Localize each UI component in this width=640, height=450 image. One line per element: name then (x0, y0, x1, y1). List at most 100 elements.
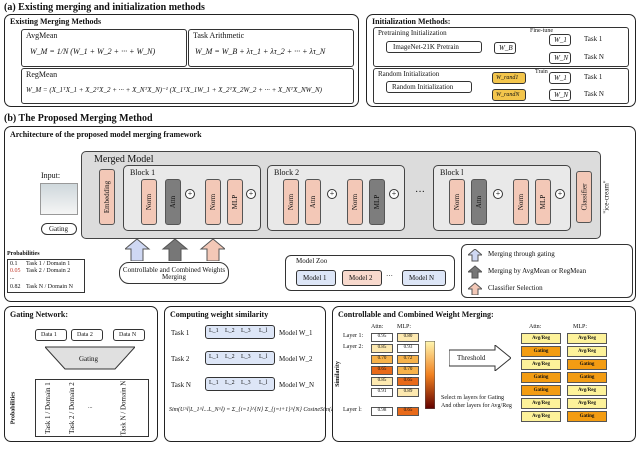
sim-row2-l2: L_2 (225, 354, 235, 360)
legend-avg-reg: Merging by AvgMean or RegMean (488, 267, 587, 275)
model-zoo-label: Model Zoo (296, 257, 328, 265)
block2-norm1: Norm (283, 179, 299, 225)
random-init-box: Random Initialization Random Initializat… (373, 68, 629, 104)
initialization-box: Initialization Methods: Pretraining Init… (366, 14, 636, 107)
sim-row2-l3: L_3 (241, 354, 251, 360)
threshold-arrow (449, 345, 511, 371)
w-n-label: W_N (554, 54, 568, 62)
prob-value-3: ... (10, 275, 15, 281)
wm-mlp-header: MLP: (397, 324, 412, 330)
mlp-sim-cell: 0.70 (397, 366, 419, 375)
blockl-norm2: Norm (513, 179, 529, 225)
architecture-box: Architecture of the proposed model mergi… (4, 126, 636, 302)
avgmean-label: AvgMean (26, 31, 58, 40)
w-rand1-box: W_rand1 (492, 72, 526, 84)
sim-task-2: Task 2 (171, 355, 190, 363)
legend-icons (468, 249, 482, 295)
gating-box: Gating (41, 223, 77, 235)
wm-layer2: Layer 2: (343, 344, 364, 350)
merged-model-label: Merged Model (94, 154, 154, 165)
blockl-mlp: MLP (535, 179, 551, 225)
block1-add1: + (185, 189, 195, 199)
block2-add2: + (389, 189, 399, 199)
w-1-label-rand: W_1 (554, 74, 567, 82)
w-rand1-label: W_rand1 (496, 75, 519, 81)
block-l-label: Block l (440, 168, 464, 177)
model-n-label: Model N (409, 274, 435, 282)
sim-row1-l2: L_2 (225, 328, 235, 334)
attn-result-cell: Avg/Reg (521, 398, 561, 409)
mlp-result-cell: Avg/Reg (567, 385, 607, 396)
sim-task-1: Task 1 (171, 329, 190, 337)
weight-merging-title: Controllable and Combined Weight Merging… (338, 310, 494, 319)
random-init-label: Random Initialization (378, 70, 440, 78)
zoo-ellipsis: ··· (386, 272, 393, 280)
taskN-label-rand: Task N (584, 90, 604, 98)
gating-net-label: Gating (79, 355, 99, 363)
gating-col-1: Task 1 / Domain 1 (43, 382, 52, 434)
blocks-ellipsis: ··· (415, 187, 425, 198)
blockl-attn: Attn (471, 179, 487, 225)
gating-col-3: ... (88, 404, 93, 410)
w-1-box: W_1 (549, 34, 571, 46)
gating-probabilities-label: Probabilities (10, 391, 17, 425)
gating-trapezoid (45, 346, 135, 370)
sim-model-2: Model W_2 (279, 355, 313, 363)
regmean-box: RegMean W_M = (X_1ᵀX_1 + X_2ᵀX_2 + ··· +… (21, 68, 354, 104)
weight-merging-panel: Controllable and Combined Weight Merging… (332, 306, 636, 442)
wm-right-attn-header: Attn: (529, 324, 542, 330)
block-2-label: Block 2 (274, 168, 300, 177)
avgmean-formula: W_M = 1/N (W_1 + W_2 + ··· + W_N) (30, 47, 156, 56)
w-b-label: W_B (499, 44, 513, 52)
w-1-box-rand: W_1 (549, 72, 571, 84)
avgmean-box: AvgMean W_M = 1/N (W_1 + W_2 + ··· + W_N… (21, 29, 187, 67)
norm-label: Norm (517, 193, 525, 211)
probabilities-label: Probabilities (7, 251, 40, 257)
taskN-label: Task N (584, 53, 604, 61)
attn-sim-cell: 0.85 (371, 377, 393, 386)
data-n-label: Data N (119, 332, 137, 338)
sim-row2-l1: L_1 (209, 354, 219, 360)
gating-col-4: Task N / Domain N (119, 380, 128, 436)
section-b-title: (b) The Proposed Merging Method (4, 113, 153, 124)
block1-attn: Attn (165, 179, 181, 225)
regmean-label: RegMean (26, 70, 58, 79)
attn-result-cell: Gating (521, 346, 561, 357)
block1-mlp: MLP (227, 179, 243, 225)
block1-norm2: Norm (205, 179, 221, 225)
sim-rown-l1: L_1 (209, 380, 219, 386)
controllable-merging-box: Controllable and Combined Weights Mergin… (119, 262, 229, 284)
prob-value-4: 0.82 (10, 284, 21, 290)
colorbar (425, 341, 435, 409)
task-arith-formula: W_M = W_B + λτ_1 + λτ_2 + ··· + λτ_N (195, 47, 326, 56)
output-label: "ice-cream" (602, 180, 611, 214)
wm-similarity-label: Similarity (334, 361, 341, 387)
gating-col-2: Task 2 / Domain 2 (67, 382, 76, 434)
w-n-box: W_N (549, 52, 571, 64)
w-randn-box: W_randN (492, 89, 526, 101)
mlp-sim-cell: 0.65 (397, 377, 419, 386)
data-n-box: Data N (113, 329, 145, 341)
sim-row-1-layers (205, 325, 275, 339)
mlp-result-cell: Avg/Reg (567, 333, 607, 344)
prob-label-1: Task 1 / Domain 1 (26, 261, 71, 267)
mlp-result-cell: Avg/Reg (567, 346, 607, 357)
ice-cream-image (40, 183, 78, 215)
w-randn-label: W_randN (496, 92, 520, 98)
classifier-module: Classifier (576, 171, 592, 223)
attn-sim-cell: 0.98 (371, 407, 393, 416)
model-2-box: Model 2 (342, 270, 382, 286)
mlp-label: MLP (231, 194, 239, 210)
task-arith-label: Task Arithmetic (193, 31, 245, 40)
pretrain-init-box: Pretraining Initialization ImageNet-21K … (373, 27, 629, 67)
merge-arrows (125, 239, 225, 261)
block2-norm2: Norm (347, 179, 363, 225)
attn-result-cell: Avg/Reg (521, 411, 561, 422)
existing-merging-box: Existing Merging Methods AvgMean W_M = 1… (4, 14, 359, 107)
sim-task-n: Task N (171, 381, 191, 389)
sim-formula: Sim(U^l|L_1^l...L_N^l) = Σ_{i=1}^{N} Σ_{… (169, 407, 361, 413)
attn-sim-cell: 0.70 (371, 355, 393, 364)
sim-rown-ll: L_l (259, 380, 268, 386)
attn-label: Attn (308, 195, 317, 209)
sim-rown-l2: L_2 (225, 380, 235, 386)
